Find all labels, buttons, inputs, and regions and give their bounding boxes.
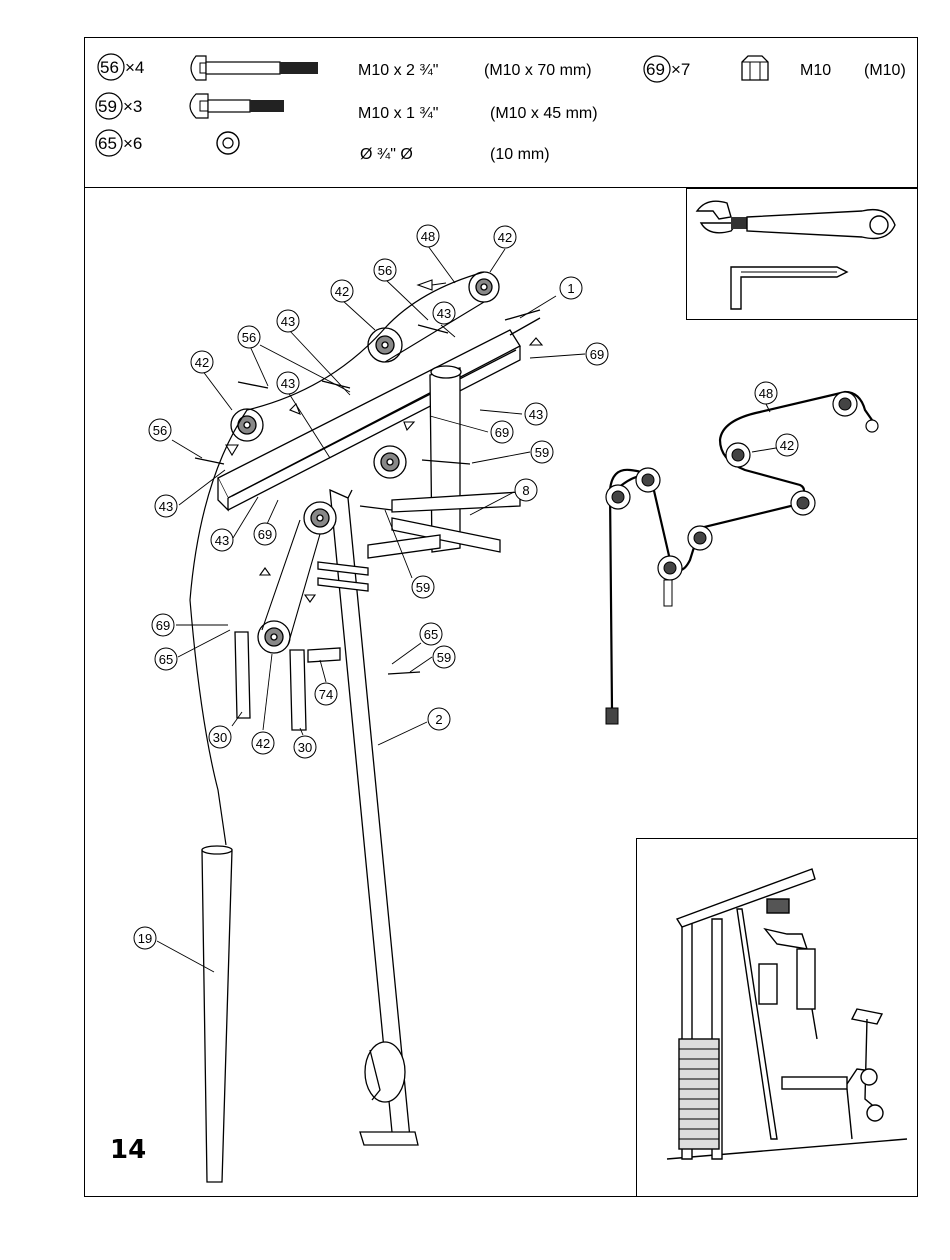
callout-text: 65	[159, 652, 173, 667]
callout-text: 69	[495, 425, 509, 440]
pulley-top-mid	[368, 328, 402, 362]
callout-text: 56	[242, 330, 256, 345]
callout-text: 42	[498, 230, 512, 245]
callout-text: 69	[590, 347, 604, 362]
callout-text: 69	[156, 618, 170, 633]
callout-text: 59	[535, 445, 549, 460]
callout-text: 43	[215, 533, 229, 548]
callout-text: 65	[424, 627, 438, 642]
pulley-lower	[258, 621, 290, 653]
callout-text: 8	[522, 483, 529, 498]
assembled-gym-inset	[636, 838, 918, 1197]
callout-text: 56	[153, 423, 167, 438]
routing-pulleys	[606, 392, 878, 724]
callout-text: 56	[378, 263, 392, 278]
pulley-top-right	[469, 272, 499, 302]
callout-text: 2	[435, 712, 442, 727]
callout-text: 48	[421, 229, 435, 244]
extension-tube	[202, 846, 232, 1182]
pulley-mid	[374, 446, 406, 478]
page-number: 14	[110, 1135, 146, 1165]
callout-text: 42	[195, 355, 209, 370]
callout-text: 43	[281, 376, 295, 391]
bolt-59-b	[360, 506, 392, 510]
callout-text: 30	[213, 730, 227, 745]
callout-text: 43	[159, 499, 173, 514]
cable-routing-diagram	[610, 392, 872, 710]
callout-text: 1	[567, 281, 574, 296]
pulley-left	[231, 409, 263, 441]
callout-text: 30	[298, 740, 312, 755]
callout-text: 59	[416, 580, 430, 595]
home-gym-assembled-icon	[637, 839, 917, 1196]
callout-text: 59	[437, 650, 451, 665]
callout-text: 42	[256, 736, 270, 751]
callout-text: 69	[258, 527, 272, 542]
callout-text: 43	[437, 306, 451, 321]
bolt-56-b	[238, 382, 268, 388]
callout-text: 43	[281, 314, 295, 329]
pivot-housing	[430, 366, 461, 552]
callout-text: 74	[319, 687, 333, 702]
swivel-plate-right	[290, 650, 306, 730]
routing-callout-text: 48	[759, 386, 773, 401]
callout-text: 42	[335, 284, 349, 299]
bracket-74	[308, 648, 340, 662]
routing-callout-text: 42	[780, 438, 794, 453]
pulley-center	[304, 502, 336, 534]
bolt-59-c	[388, 672, 420, 674]
swivel-plate-left	[235, 632, 250, 718]
callout-text: 43	[529, 407, 543, 422]
callout-text: 19	[138, 931, 152, 946]
